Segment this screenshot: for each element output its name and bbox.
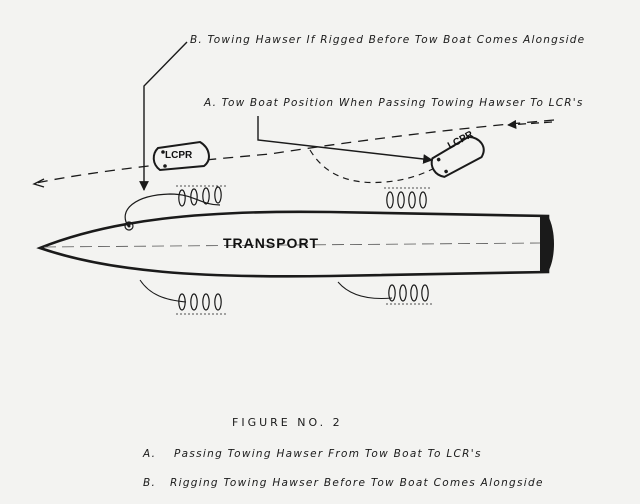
bottom-right-line	[337, 281, 393, 299]
transport-label: TRANSPORT	[223, 235, 320, 251]
lcpr-boat-left	[152, 140, 210, 172]
callout-a-arrow	[257, 116, 433, 164]
incoming-track	[507, 119, 553, 129]
davit-boats-bottom-right	[386, 284, 432, 305]
caption-b-key: B.	[143, 477, 157, 489]
davit-boats-top-left	[176, 185, 226, 207]
lcpr-left-label: LCPR	[165, 150, 193, 161]
transport-stern	[540, 216, 554, 272]
figure-title: FIGURE NO. 2	[232, 416, 343, 429]
hawser-coil	[124, 221, 134, 231]
davit-boats-bottom-left	[176, 293, 226, 315]
track-arrow-left	[32, 178, 45, 188]
lcpr-approach-curve	[309, 149, 441, 184]
hull-centerline	[43, 242, 541, 248]
lcpr-boat-right	[430, 135, 485, 178]
davit-boats-top-right	[384, 187, 430, 209]
tow-boat-track	[35, 119, 555, 184]
caption-b-text: Rigging Towing Hawser Before Tow Boat Co…	[170, 477, 544, 489]
caption-a-key: A.	[143, 448, 157, 460]
callout-b-label: B. Towing Hawser If Rigged Before Tow Bo…	[190, 34, 586, 46]
bottom-left-line	[139, 279, 187, 303]
towing-hawser-b	[124, 193, 221, 227]
caption-a-text: Passing Towing Hawser From Tow Boat To L…	[174, 448, 482, 460]
callout-b-arrow	[139, 41, 188, 191]
callout-a-label: A. Tow Boat Position When Passing Towing…	[204, 97, 584, 109]
